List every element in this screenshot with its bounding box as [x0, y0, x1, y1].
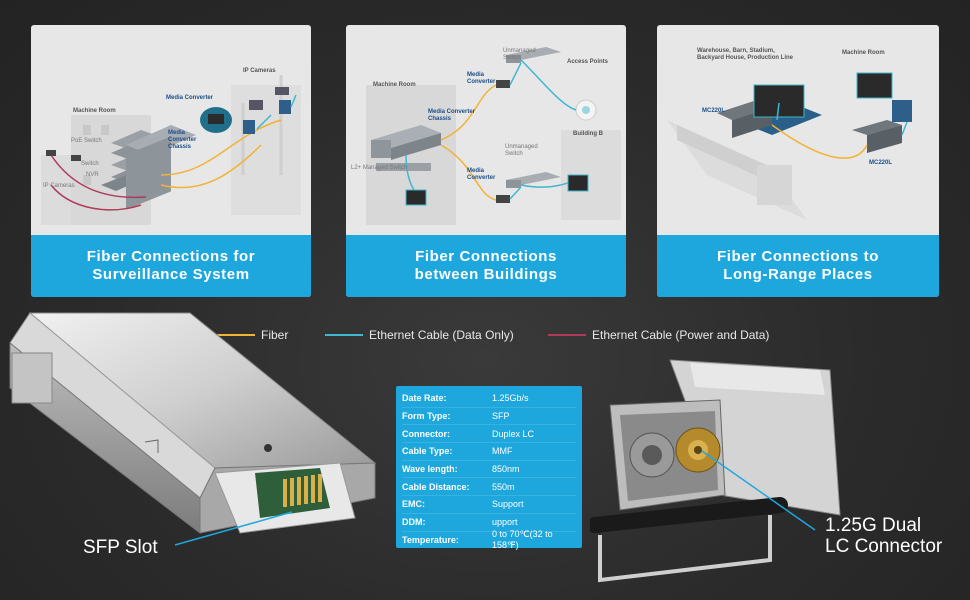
- label-unmanaged-switch-bottom: Unmanaged Switch: [505, 144, 538, 157]
- label-media-converter-top: Media Converter: [467, 72, 496, 85]
- label-warehouse: Warehouse, Barn, Stadium, Backyard House…: [697, 48, 794, 61]
- label-mc220l-left: MC220L: [702, 108, 726, 114]
- spec-row-temperature: Temperature: 0 to 70℃(32 to 158℉): [402, 528, 576, 550]
- spec-value: Support: [492, 499, 524, 510]
- spec-key: Temperature:: [402, 534, 459, 545]
- panel-long-range: Warehouse, Barn, Stadium, Backyard House…: [657, 25, 939, 297]
- spec-key: Date Rate:: [402, 393, 447, 404]
- legend-ethernet-data: Ethernet Cable (Data Only): [325, 328, 514, 342]
- label-access-points: Access Points: [567, 59, 609, 65]
- spec-key: Cable Type:: [402, 446, 453, 457]
- label-switch: Switch: [81, 161, 99, 167]
- spec-row-cable-type: Cable Type: MMF: [402, 443, 576, 461]
- spec-row-connector: Connector: Duplex LC: [402, 425, 576, 444]
- surveillance-illustration: [41, 75, 301, 225]
- spec-value: upport: [492, 517, 518, 528]
- label-poe-switch: PoE Switch: [71, 138, 102, 144]
- legend-ethernet-data-swatch: [325, 334, 363, 336]
- caption-buildings: Fiber Connections between Buildings: [346, 235, 626, 297]
- spec-key: Form Type:: [402, 411, 451, 422]
- label-ip-cameras-top: IP Cameras: [243, 68, 276, 74]
- spec-key: Cable Distance:: [402, 481, 470, 492]
- legend-fiber: Fiber: [217, 328, 288, 342]
- spec-key: Connector:: [402, 428, 450, 439]
- label-mc220l-right: MC220L: [869, 160, 893, 166]
- spec-row-wave-length: Wave length: 850nm: [402, 461, 576, 479]
- label-l2-managed-switch: L2+ Managed Switch: [351, 165, 408, 171]
- spec-row-emc: EMC: Support: [402, 496, 576, 514]
- spec-value: 850nm: [492, 464, 520, 475]
- label-media-converter: Media Converter: [166, 95, 214, 101]
- caption-long-range: Fiber Connections to Long-Range Places: [657, 235, 939, 297]
- long-range-illustration: [667, 72, 912, 220]
- label-machine-room-3: Machine Room: [842, 50, 885, 56]
- spec-value: 1.25Gb/s: [492, 393, 529, 404]
- spec-key: DDM:: [402, 517, 426, 528]
- sfp-module-left: [9, 312, 377, 546]
- callout-lc-connector: 1.25G Dual LC Connector: [825, 515, 943, 557]
- spec-key: Wave length:: [402, 464, 458, 475]
- legend-ethernet-power: Ethernet Cable (Power and Data): [548, 328, 769, 342]
- spec-row-form-type: Form Type: SFP: [402, 408, 576, 426]
- spec-row-cable-distance: Cable Distance: 550m: [402, 478, 576, 497]
- caption-surveillance: Fiber Connections for Surveillance Syste…: [31, 235, 311, 297]
- spec-value: MMF: [492, 446, 513, 457]
- panel-buildings: Unmanaged Switch Media Converter Access …: [346, 25, 626, 297]
- legend-ethernet-power-swatch: [548, 334, 586, 336]
- label-machine-room: Machine Room: [73, 108, 116, 114]
- spec-value: Duplex LC: [492, 428, 535, 439]
- spec-table: Date Rate: 1.25Gb/s Form Type: SFP Conne…: [396, 386, 582, 550]
- label-machine-room-2: Machine Room: [373, 82, 416, 88]
- legend-fiber-label: Fiber: [261, 328, 289, 342]
- legend-ethernet-power-label: Ethernet Cable (Power and Data): [592, 328, 770, 342]
- panel-surveillance: Machine Room IP Cameras Media Converter …: [31, 25, 311, 297]
- legend-ethernet-data-label: Ethernet Cable (Data Only): [369, 328, 514, 342]
- spec-row-data-rate: Date Rate: 1.25Gb/s: [402, 390, 576, 408]
- callout-sfp-slot: SFP Slot: [83, 537, 158, 558]
- spec-key: EMC:: [402, 499, 425, 510]
- label-media-converter-bottom: Media Converter: [467, 168, 496, 181]
- label-ip-cameras-bottom: IP Cameras: [43, 183, 75, 189]
- spec-value: 0 to 70℃(32 to 158℉): [492, 528, 553, 550]
- label-building-b: Building B: [573, 131, 603, 137]
- spec-value: SFP: [492, 411, 510, 422]
- buildings-illustration: [366, 47, 621, 225]
- spec-row-ddm: DDM: upport: [402, 514, 576, 532]
- spec-value: 550m: [492, 481, 515, 492]
- label-media-converter-chassis-2: Media Converter Chassis: [428, 109, 476, 122]
- sfp-module-right: [590, 359, 841, 583]
- label-media-converter-chassis: Media Converter Chassis: [168, 130, 197, 150]
- label-nvr: NVR: [86, 172, 99, 178]
- label-unmanaged-switch-top: Unmanaged Switch: [503, 48, 536, 61]
- legend-fiber-swatch: [217, 334, 255, 336]
